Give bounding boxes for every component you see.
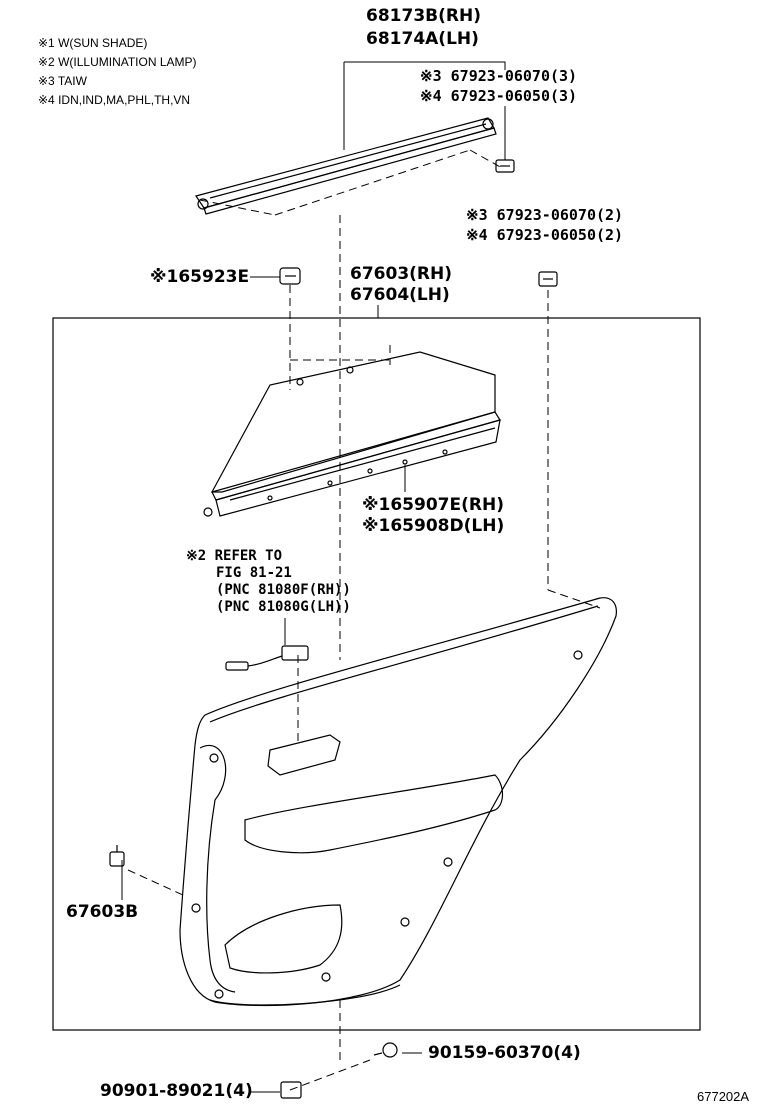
note-4: ※4 IDN,IND,MA,PHL,TH,VN: [38, 93, 191, 107]
part-clip-top-3: ※3 67923-06070(3): [420, 67, 578, 85]
part-clip-right-3: ※3 67923-06070(2): [466, 206, 624, 224]
figure-id: 677202A: [697, 1089, 750, 1104]
refer-line-2: FIG 81-21: [216, 565, 292, 581]
hook-part: [279, 267, 301, 285]
refer-line-1: ※2 REFER TO: [186, 548, 283, 564]
part-weatherstrip-rh: 68173B(RH): [366, 6, 481, 26]
part-hook: ※165923E: [150, 267, 250, 287]
part-shade-lh: ※165908D(LH): [362, 516, 505, 536]
part-clip-left: 67603B: [66, 902, 139, 922]
sun-shade-part: [203, 351, 501, 517]
note-2: ※2 W(ILLUMINATION LAMP): [38, 55, 197, 69]
refer-line-3: (PNC 81080F(RH)): [216, 582, 351, 598]
part-trim-rh: 67603(RH): [350, 264, 452, 284]
note-3: ※3 TAIW: [38, 74, 87, 88]
part-clip-right-4: ※4 67923-06050(2): [466, 226, 624, 244]
clip-top-part: [495, 159, 515, 173]
lamp-wire-part: [225, 645, 309, 671]
screw-part: [373, 1042, 398, 1058]
part-retainer: 90901-89021(4): [100, 1081, 253, 1101]
weatherstrip-part: [195, 117, 497, 215]
dashed-lines: [127, 149, 601, 1091]
part-screw: 90159-60370(4): [428, 1043, 581, 1063]
retainer-part: [280, 1081, 302, 1099]
door-trim-part: [179, 597, 617, 1007]
part-shade-rh: ※165907E(RH): [362, 495, 504, 515]
note-1: ※1 W(SUN SHADE): [38, 36, 148, 50]
part-weatherstrip-lh: 68174A(LH): [366, 29, 479, 49]
part-trim-lh: 67604(LH): [350, 285, 450, 305]
part-clip-top-4: ※4 67923-06050(3): [420, 87, 578, 105]
clip-right-part: [538, 271, 558, 287]
assembly-frame: [52, 317, 701, 1031]
clip-left-part: [109, 845, 125, 867]
leader-lines: [121, 61, 506, 1093]
refer-line-4: (PNC 81080G(LH)): [216, 599, 351, 615]
